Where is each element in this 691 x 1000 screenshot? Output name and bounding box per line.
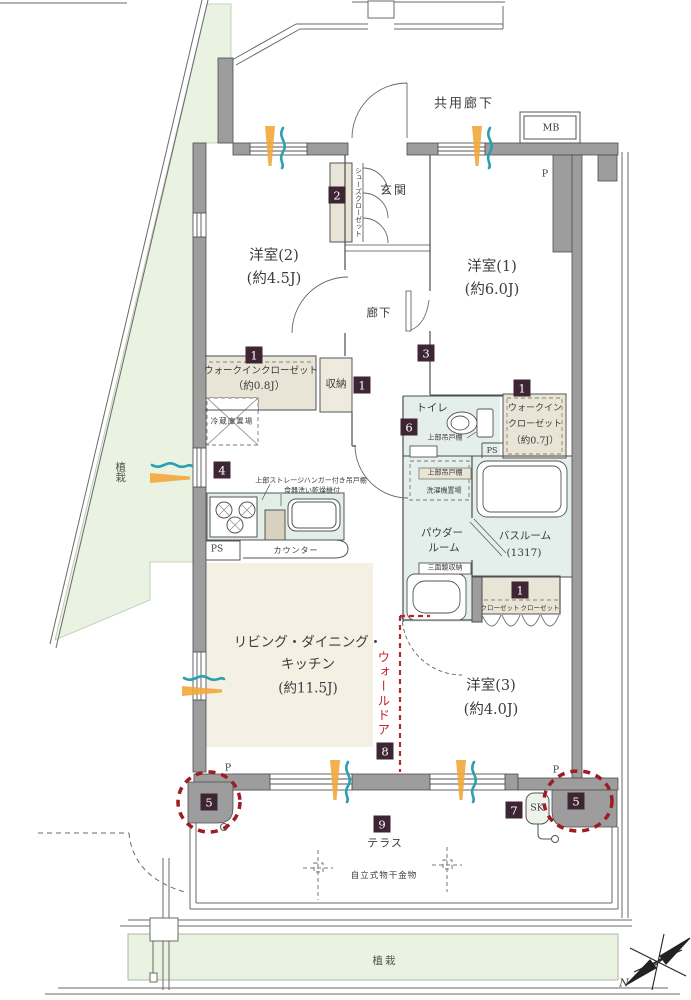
meter-box: [519, 111, 581, 144]
ldk-size-label: (約11.5J): [278, 680, 338, 697]
mirror-cabinet-label: 三面鏡収納: [427, 563, 463, 572]
badge-9-terrace: 9: [373, 815, 391, 833]
badge-5-pillar-right: 5: [567, 792, 585, 810]
pillar-top-label: P: [541, 168, 549, 180]
pillar-highlight-circles: [176, 769, 614, 834]
compass-icon: [625, 933, 691, 991]
planting-bottom-label: 植栽: [372, 954, 398, 967]
wic-right-size: （約0.7J）: [511, 435, 559, 447]
storage-label: 収納: [325, 377, 347, 390]
ldk-label-line1: リビング・ダイニング・: [233, 634, 383, 651]
doors: [291, 82, 560, 676]
common-corridor-label: 共用廊下: [433, 96, 495, 112]
sanitary-fixtures: [406, 408, 568, 621]
kitchen-note-line1: 上部ストレージハンガー付き吊戸棚: [255, 476, 367, 485]
badge-1-wic-left: 1: [245, 346, 263, 364]
western-room2-size: (約4.5J): [246, 270, 302, 287]
badge-1-storage: 1: [353, 376, 371, 394]
powder-room-label2: ルーム: [428, 541, 460, 554]
powder-room-label1: パウダー: [421, 526, 463, 539]
fridge-label: 冷蔵庫置場: [210, 416, 254, 426]
badge-2-shoes-closet: 2: [328, 186, 346, 204]
badge-1-closet: 1: [511, 581, 529, 599]
western-room2-name: 洋室(2): [249, 247, 299, 264]
compass-north-label: N: [619, 976, 629, 990]
terrace-label: テラス: [367, 836, 403, 850]
western-room3-name: 洋室(3): [466, 677, 516, 694]
laundry-upper-cabinet-label: 上部吊戸棚: [427, 468, 463, 477]
wic-right-name1: ウォークイン: [507, 403, 563, 414]
wic-left-name: ウォークインクローゼット: [203, 365, 319, 377]
badge-7-slop-sink: 7: [505, 801, 523, 819]
badge-3-hallway: 3: [417, 344, 435, 362]
pillar-left-label: P: [224, 762, 232, 774]
ps-kitchen-label: PS: [210, 544, 224, 555]
wall-door-label: ウォールドア: [375, 650, 391, 738]
site-boundary-lines: [0, 0, 629, 918]
planting-left-label: 植栽: [114, 461, 127, 483]
toilet-upper-cabinet-label: 上部吊戸棚: [427, 433, 463, 442]
wic-right-name2: クローゼット: [507, 419, 563, 430]
laundry-pole-markers: [303, 847, 462, 900]
terrace-frame-lines: [38, 823, 680, 995]
bathroom-label: バスルーム: [498, 529, 552, 542]
laundry-pole-label: 自立式物干金物: [350, 870, 418, 881]
western-room1-name: 洋室(1): [467, 258, 517, 275]
bathroom-size-label: (1317): [506, 546, 542, 559]
site-greenery: [54, 3, 619, 981]
kitchen-unit: [197, 483, 349, 561]
fridge-space: [206, 397, 259, 446]
hallway-label: 廊下: [366, 305, 392, 320]
ps-sanitary-label: PS: [486, 446, 498, 455]
meter-box-label: MB: [542, 122, 560, 134]
shoes-closet-label: シューズクローゼット: [354, 167, 363, 237]
wic-left-size: （約0.8J）: [232, 379, 286, 392]
badge-6-toilet: 6: [400, 418, 418, 436]
badge-8-wall-door: 8: [376, 742, 394, 760]
ldk-label-line2: キッチン: [281, 656, 335, 673]
slop-sink-label: SK: [530, 802, 544, 814]
toilet-label: トイレ: [416, 401, 448, 414]
badge-1-wic-right: 1: [513, 379, 531, 397]
washer-space: [409, 460, 472, 501]
entrance-label: 玄関: [379, 183, 409, 197]
pillar-right-label: P: [552, 764, 560, 776]
counter-label: カウンター: [273, 546, 319, 555]
badge-5-pillar-left: 5: [200, 793, 218, 811]
washer-label: 洗濯機置場: [426, 486, 462, 495]
western-room3-size: (約4.0J): [463, 701, 519, 718]
kitchen-note-line2: 食器洗い乾燥機付: [284, 486, 340, 495]
wall-door-line: [398, 614, 430, 772]
closet-left-label: クローゼット: [480, 603, 520, 612]
badge-4-kitchen: 4: [213, 461, 231, 479]
closet-right-label: クローゼット: [520, 603, 560, 612]
western-room1-size: (約6.0J): [464, 281, 520, 298]
